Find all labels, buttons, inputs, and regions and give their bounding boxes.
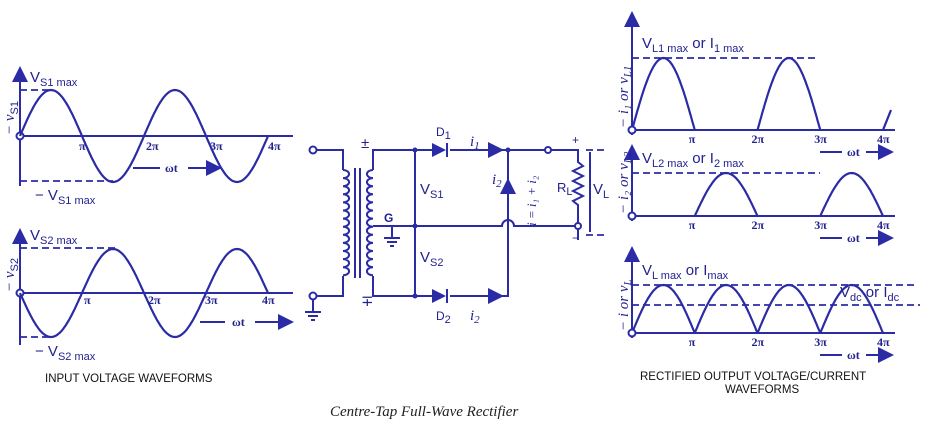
y-label: − vS1 [2, 101, 21, 135]
input-terminal-top [308, 145, 318, 155]
half-wave-hump [819, 283, 885, 334]
circuit: ± ∓ G D1 D2 i1 i2 i2 VS1 VS2 i = i₁ + i₂… [305, 125, 609, 326]
output-waveform-g2: π 2π 3π 4π − i₂ or vL2 VL2 max or I2 max ωt [616, 144, 895, 246]
center-tap-wire [373, 219, 579, 240]
i1-label: i1 [470, 134, 480, 152]
output-plus-sign: + [572, 133, 579, 147]
tick-label: 2π [752, 218, 765, 232]
x-label: ωt [165, 161, 178, 175]
d1-label: D1 [436, 125, 451, 142]
output-waveforms: π 2π 3π 4π − i₁ or vL1 VL1 max or I1 max ωt π 2π… [616, 11, 920, 363]
max-label: VL max or Imax [642, 262, 729, 282]
node [412, 147, 418, 153]
tick-pi: π [79, 139, 86, 153]
y-label: − i₂ or vL2 [616, 151, 634, 214]
y-label: − i or vL [616, 279, 634, 331]
primary-coil [342, 169, 351, 277]
half-wave-hump [630, 56, 696, 131]
vl-label: VL [593, 181, 609, 201]
total-current-label: i = i₁ + i₂ [524, 175, 539, 226]
max-label: VL2 max or I2 max [642, 150, 744, 170]
tick-pi: π [84, 293, 91, 307]
output-waveform-g1: π 2π 3π 4π − i₁ or vL1 VL1 max or I1 max ωt [616, 11, 895, 160]
x-label: ωt [232, 315, 245, 329]
half-wave-hump [693, 171, 759, 217]
half-wave-hump [819, 171, 884, 217]
tick-label: 4π [877, 218, 890, 232]
half-wave-hump [756, 283, 822, 334]
tick-label: 2π [752, 132, 765, 146]
i2-label: i2 [470, 308, 480, 326]
diode-d1-icon [432, 143, 446, 157]
tick-3pi: 3π [210, 139, 223, 153]
polarity-top: ± [361, 135, 369, 152]
node [505, 147, 511, 153]
output-caption-line1: RECTIFIED OUTPUT VOLTAGE/CURRENT [640, 371, 866, 383]
center-tap-label: G [384, 211, 393, 225]
ground-icon [384, 226, 400, 247]
y-label: − i₁ or vL1 [616, 66, 634, 128]
x-label: ωt [847, 348, 860, 362]
tick-label: 2π [752, 335, 765, 349]
tick-4pi: 4π [268, 139, 281, 153]
tick-label: π [689, 335, 696, 349]
d2-label: D2 [436, 309, 451, 326]
half-wave-hump [693, 283, 759, 334]
y-label: − vS2 [2, 258, 21, 292]
vs1-label: VS1 [420, 181, 443, 201]
node [412, 293, 418, 299]
diode-d2-icon [432, 289, 446, 303]
secondary-coil [365, 169, 374, 277]
max-label: VL1 max or I1 max [642, 35, 744, 55]
tick-3pi: 3π [205, 293, 218, 307]
x-label: ωt [847, 145, 860, 159]
min-label: − VS1 max [35, 187, 96, 207]
output-minus-sign: − [572, 231, 579, 245]
tick-2pi: 2π [148, 293, 161, 307]
i2-node-label: i2 [492, 172, 502, 190]
input-waveform-vs1: − vS1 VS1 max − VS1 max π 2π 3π 4π ωt [2, 66, 293, 207]
dc-label: Vdc or Idc [840, 284, 900, 304]
tick-4pi: 4π [262, 293, 275, 307]
max-label: VS1 max [30, 69, 78, 89]
output-terminal-plus [544, 146, 552, 154]
origin [627, 211, 637, 221]
half-wave-hump [756, 56, 822, 131]
tick-label: 4π [877, 132, 890, 146]
input-caption: INPUT VOLTAGE WAVEFORMS [45, 373, 213, 385]
tick-label: 3π [814, 132, 827, 146]
diagram-title: Centre-Tap Full-Wave Rectifier [330, 404, 518, 420]
x-label: ωt [847, 231, 860, 245]
tick-2pi: 2π [146, 139, 159, 153]
sine-wave [18, 247, 270, 339]
vs2-label: VS2 [420, 249, 443, 269]
output-caption-line2: WAVEFORMS [725, 384, 799, 396]
secondary-wires [372, 149, 545, 297]
half-wave-hump [881, 109, 893, 131]
origin [627, 125, 637, 135]
tick-label: π [689, 218, 696, 232]
node [412, 223, 418, 229]
tick-label: π [689, 132, 696, 146]
load-resistor [551, 149, 586, 226]
origin [627, 328, 637, 338]
max-label: VS2 max [30, 227, 78, 247]
rl-label: RL [557, 180, 573, 198]
tick-label: 3π [814, 335, 827, 349]
min-label: − VS2 max [35, 343, 96, 363]
sine-wave [18, 88, 270, 184]
tick-label: 4π [877, 335, 890, 349]
half-wave-hump [630, 283, 696, 334]
ground-icon [305, 300, 321, 321]
tick-label: 3π [814, 218, 827, 232]
output-terminal-minus [574, 222, 582, 230]
input-terminal-bottom [308, 291, 318, 301]
primary-leads [317, 149, 344, 297]
polarity-bottom: ∓ [361, 293, 374, 310]
input-waveform-vs2: − vS2 VS2 max − VS2 max π 2π 3π 4π ωt IN… [2, 227, 294, 385]
